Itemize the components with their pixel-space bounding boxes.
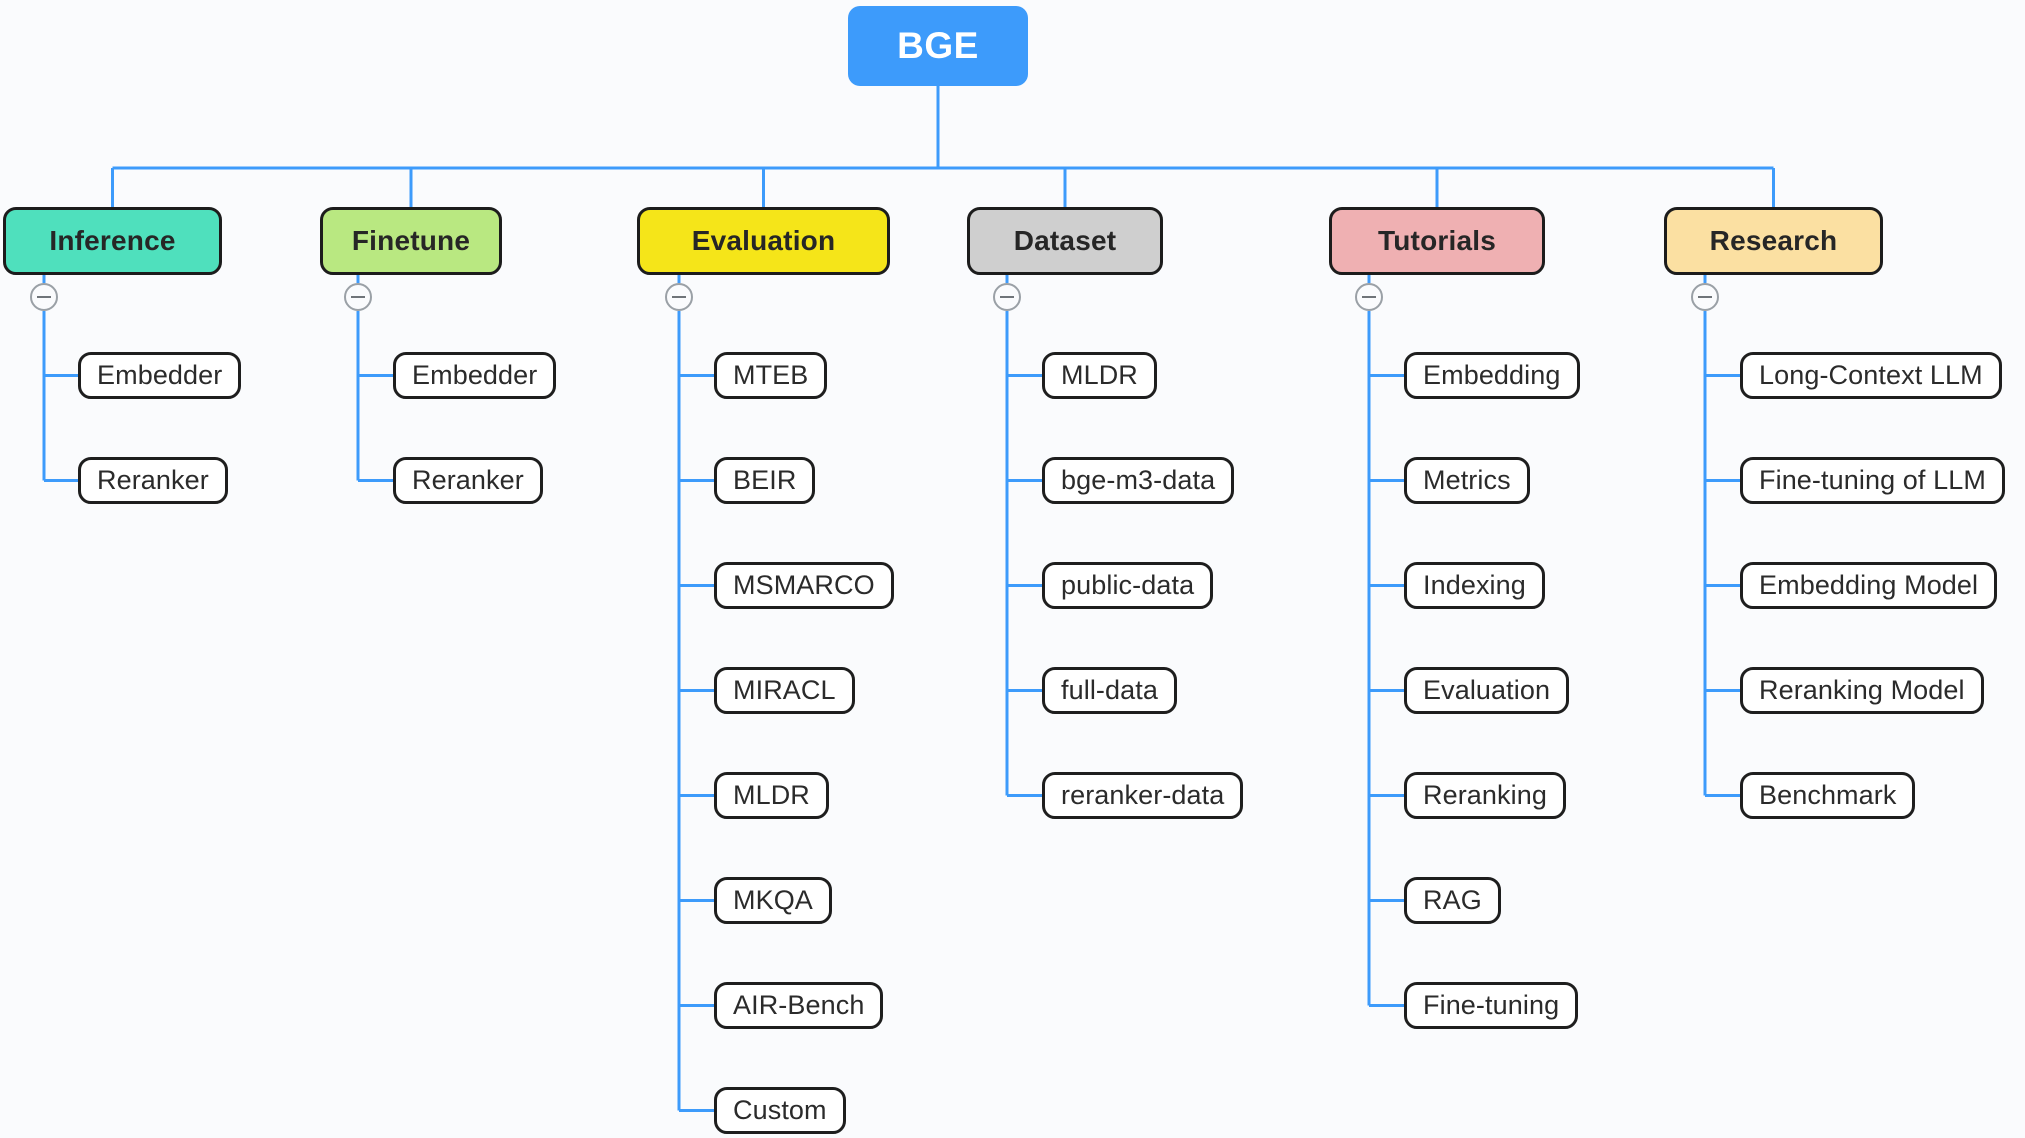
leaf-node-research-long-context-llm[interactable]: Long-Context LLM [1740,352,2002,399]
leaf-node-inference-embedder[interactable]: Embedder [78,352,242,399]
leaf-node-label: reranker-data [1061,780,1225,810]
collapse-toggle-research[interactable] [1691,283,1719,311]
leaf-node-tutorials-metrics[interactable]: Metrics [1404,457,1530,504]
leaf-node-evaluation-air-bench[interactable]: AIR-Bench [714,982,884,1029]
category-node-label: Tutorials [1378,225,1496,256]
category-node-inference[interactable]: Inference [3,207,222,275]
leaf-node-label: MLDR [733,780,810,810]
leaf-node-label: Embedder [412,360,538,390]
leaf-node-label: full-data [1061,675,1158,705]
category-node-evaluation[interactable]: Evaluation [637,207,890,275]
leaf-node-finetune-embedder[interactable]: Embedder [393,352,557,399]
leaf-node-label: Embedder [97,360,223,390]
leaf-node-label: Custom [733,1095,827,1125]
leaf-node-tutorials-rag[interactable]: RAG [1404,877,1501,924]
category-node-label: Research [1709,225,1838,256]
leaf-node-label: bge-m3-data [1061,465,1216,495]
leaf-node-label: Fine-tuning [1423,990,1560,1020]
leaf-node-dataset-public-data[interactable]: public-data [1042,562,1214,609]
leaf-node-label: MTEB [733,360,809,390]
leaf-node-dataset-full-data[interactable]: full-data [1042,667,1177,714]
category-node-label: Finetune [351,225,471,256]
leaf-node-label: Benchmark [1759,780,1897,810]
leaf-node-label: Long-Context LLM [1759,360,1983,390]
leaf-node-label: MIRACL [733,675,836,705]
leaf-node-label: Reranker [97,465,209,495]
leaf-node-label: RAG [1423,885,1482,915]
leaf-node-label: MKQA [733,885,813,915]
leaf-node-research-embedding-model[interactable]: Embedding Model [1740,562,1998,609]
leaf-node-evaluation-miracl[interactable]: MIRACL [714,667,855,714]
leaf-node-label: Fine-tuning of LLM [1759,465,1986,495]
minus-circle-icon [672,296,686,298]
leaf-node-dataset-mldr[interactable]: MLDR [1042,352,1157,399]
collapse-toggle-finetune[interactable] [344,283,372,311]
minus-circle-icon [1000,296,1014,298]
leaf-node-label: public-data [1061,570,1195,600]
leaf-node-label: BEIR [733,465,797,495]
category-node-finetune[interactable]: Finetune [320,207,502,275]
minus-circle-icon [351,296,365,298]
leaf-node-label: Reranking Model [1759,675,1965,705]
leaf-node-evaluation-custom[interactable]: Custom [714,1087,846,1134]
leaf-node-research-fine-tuning-of-llm[interactable]: Fine-tuning of LLM [1740,457,2005,504]
leaf-node-tutorials-fine-tuning[interactable]: Fine-tuning [1404,982,1579,1029]
root-node-label: BGE [897,25,979,66]
leaf-node-tutorials-indexing[interactable]: Indexing [1404,562,1545,609]
leaf-node-evaluation-msmarco[interactable]: MSMARCO [714,562,894,609]
leaf-node-label: Metrics [1423,465,1511,495]
minus-circle-icon [1362,296,1376,298]
leaf-node-label: AIR-Bench [733,990,865,1020]
collapse-toggle-evaluation[interactable] [665,283,693,311]
root-node-bge[interactable]: BGE [848,6,1028,86]
leaf-node-label: Evaluation [1423,675,1551,705]
leaf-node-evaluation-mkqa[interactable]: MKQA [714,877,832,924]
leaf-node-label: Reranker [412,465,524,495]
collapse-toggle-dataset[interactable] [993,283,1021,311]
leaf-node-tutorials-evaluation[interactable]: Evaluation [1404,667,1570,714]
leaf-node-research-benchmark[interactable]: Benchmark [1740,772,1916,819]
leaf-node-label: Reranking [1423,780,1547,810]
leaf-node-label: Embedding Model [1759,570,1979,600]
minus-circle-icon [1698,296,1712,298]
collapse-toggle-inference[interactable] [30,283,58,311]
leaf-node-evaluation-beir[interactable]: BEIR [714,457,816,504]
leaf-node-dataset-reranker-data[interactable]: reranker-data [1042,772,1244,819]
category-node-research[interactable]: Research [1664,207,1883,275]
leaf-node-label: Embedding [1423,360,1561,390]
leaf-node-evaluation-mldr[interactable]: MLDR [714,772,829,819]
leaf-node-tutorials-reranking[interactable]: Reranking [1404,772,1566,819]
leaf-node-evaluation-mteb[interactable]: MTEB [714,352,828,399]
leaf-node-finetune-reranker[interactable]: Reranker [393,457,543,504]
category-node-label: Dataset [1013,225,1117,256]
minus-circle-icon [37,296,51,298]
category-node-label: Inference [49,225,176,256]
leaf-node-tutorials-embedding[interactable]: Embedding [1404,352,1580,399]
leaf-node-research-reranking-model[interactable]: Reranking Model [1740,667,1984,714]
collapse-toggle-tutorials[interactable] [1355,283,1383,311]
leaf-node-dataset-bge-m3-data[interactable]: bge-m3-data [1042,457,1235,504]
category-node-label: Evaluation [691,225,836,256]
leaf-node-label: MLDR [1061,360,1138,390]
category-node-dataset[interactable]: Dataset [967,207,1163,275]
category-node-tutorials[interactable]: Tutorials [1329,207,1545,275]
leaf-node-label: Indexing [1423,570,1526,600]
leaf-node-inference-reranker[interactable]: Reranker [78,457,228,504]
leaf-node-label: MSMARCO [733,570,875,600]
